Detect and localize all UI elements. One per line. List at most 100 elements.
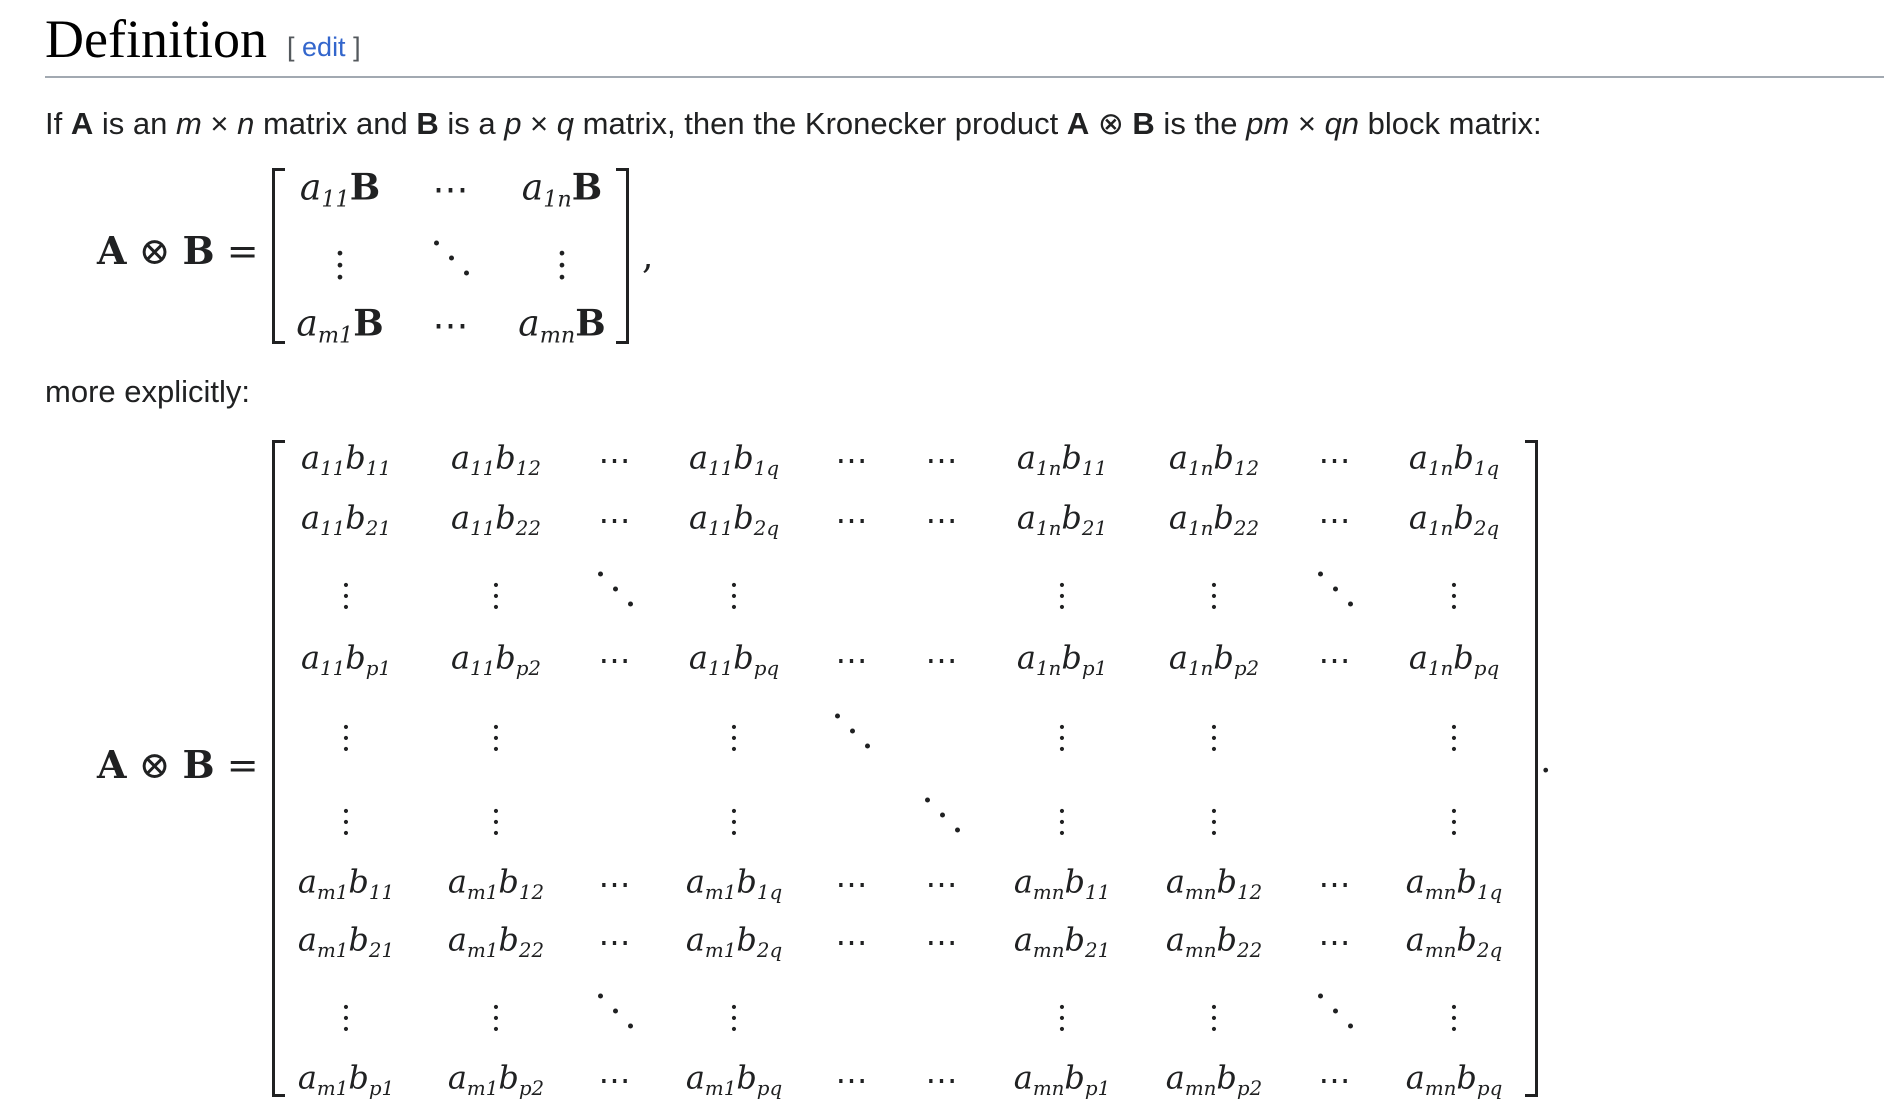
ddots <box>833 712 873 757</box>
matrix-entry: a11B <box>299 166 381 213</box>
vdots: ... <box>1208 978 1220 1039</box>
matrix-b: B <box>1132 106 1155 141</box>
matrix-entry: am1B <box>296 302 384 349</box>
right-bracket <box>616 168 629 344</box>
edit-link[interactable]: edit <box>302 32 346 62</box>
matrix-entry: am1bp2 <box>447 1058 545 1100</box>
matrix-entry: a1nbp2 <box>1168 638 1260 680</box>
vdots: ... <box>340 698 352 759</box>
equals-sign: = <box>214 229 259 273</box>
vdots: ... <box>1448 698 1460 759</box>
period: . <box>1540 740 1552 781</box>
vdots: ... <box>1056 782 1068 843</box>
var-n: n <box>237 106 255 141</box>
matrix-entry: a1nb22 <box>1168 498 1260 540</box>
matrix-entry: a1nb11 <box>1016 438 1108 480</box>
matrix-a: A <box>97 228 127 273</box>
hdots: ⋯ <box>925 441 961 479</box>
var-qn: qn <box>1324 106 1360 141</box>
matrix-entry: a1nB <box>521 166 603 213</box>
matrix-entry: a1nbpq <box>1408 638 1500 680</box>
hdots: ⋯ <box>835 1061 871 1099</box>
otimes-symbol: ⊗ <box>126 743 183 787</box>
matrix-entry: amnb22 <box>1165 920 1263 962</box>
hdots: ⋯ <box>835 865 871 903</box>
vdots: ... <box>556 222 568 289</box>
ddots <box>596 992 636 1037</box>
vdots: ... <box>490 782 502 843</box>
matrix-entry: am1b11 <box>297 862 395 904</box>
var-q: q <box>556 106 575 141</box>
text: If <box>45 106 71 141</box>
vdots: ... <box>728 978 740 1039</box>
text: block matrix: <box>1359 106 1542 141</box>
vdots: ... <box>1448 782 1460 843</box>
matrix-entry: a1nb21 <box>1016 498 1108 540</box>
ddots <box>1316 570 1356 615</box>
matrix-entry: a1nb1q <box>1408 438 1500 480</box>
hdots: ⋯ <box>598 441 634 479</box>
vdots: ... <box>1208 698 1220 759</box>
otimes-symbol: ⊗ <box>126 229 183 273</box>
times-symbol: × <box>1289 106 1325 141</box>
hdots: ⋯ <box>1318 441 1354 479</box>
vdots: ... <box>490 698 502 759</box>
otimes-symbol: ⊗ <box>1089 106 1133 141</box>
matrix-entry: amnb12 <box>1165 862 1263 904</box>
matrix-entry: am1bpq <box>685 1058 783 1100</box>
times-symbol: × <box>521 106 557 141</box>
vdots: ... <box>1056 556 1068 617</box>
vdots: ... <box>1208 782 1220 843</box>
text: is the <box>1154 106 1247 141</box>
hdots: ⋯ <box>1318 923 1354 961</box>
hdots: ⋯ <box>925 641 961 679</box>
hdots: ⋯ <box>835 501 871 539</box>
section-title: Definition <box>45 9 267 69</box>
vdots: ... <box>1448 978 1460 1039</box>
hdots: ⋯ <box>925 923 961 961</box>
matrix-entry: a11b12 <box>450 438 542 480</box>
matrix-entry: a1nbp1 <box>1016 638 1108 680</box>
hdots: ⋯ <box>1318 1061 1354 1099</box>
hdots: ⋯ <box>925 865 961 903</box>
vdots: ... <box>340 556 352 617</box>
explicit-paragraph: more explicitly: <box>45 374 250 409</box>
text: is an <box>93 106 176 141</box>
hdots: ⋯ <box>598 865 634 903</box>
vdots: ... <box>1448 556 1460 617</box>
matrix-entry: a11b2q <box>688 498 780 540</box>
var-m: m <box>175 106 202 141</box>
section-heading: Definition [ edit ] <box>45 8 1884 78</box>
matrix-entry: amnB <box>518 302 606 349</box>
hdots: ⋯ <box>1318 641 1354 679</box>
equals-sign: = <box>214 743 259 787</box>
matrix-b: B <box>416 106 439 141</box>
matrix-entry: a11b21 <box>300 498 392 540</box>
matrix-entry: a1nb2q <box>1408 498 1500 540</box>
hdots: ⋯ <box>925 501 961 539</box>
matrix-entry: am1b2q <box>685 920 783 962</box>
text: matrix and <box>254 106 417 141</box>
hdots: ⋯ <box>432 169 472 210</box>
left-bracket <box>272 168 285 344</box>
matrix-entry: amnbp2 <box>1165 1058 1263 1100</box>
vdots: ... <box>1056 698 1068 759</box>
matrix-entry: am1b1q <box>685 862 783 904</box>
comma: , <box>642 236 654 277</box>
var-p: p <box>504 106 522 141</box>
matrix-entry: a11bpq <box>688 638 780 680</box>
matrix-a: A <box>1066 106 1090 141</box>
matrix-entry: a11b22 <box>450 498 542 540</box>
matrix-a: A <box>70 106 94 141</box>
ddots <box>432 239 472 286</box>
vdots: ... <box>728 698 740 759</box>
times-symbol: × <box>201 106 238 141</box>
hdots: ⋯ <box>598 501 634 539</box>
matrix-entry: am1b12 <box>447 862 545 904</box>
matrix-entry: am1bp1 <box>297 1058 395 1100</box>
vdots: ... <box>728 782 740 843</box>
text: matrix, then the Kronecker product <box>574 106 1067 141</box>
edit-bracket-close: ] <box>353 32 361 62</box>
matrix-entry: amnbpq <box>1405 1058 1503 1100</box>
var-pm: pm <box>1246 106 1290 141</box>
